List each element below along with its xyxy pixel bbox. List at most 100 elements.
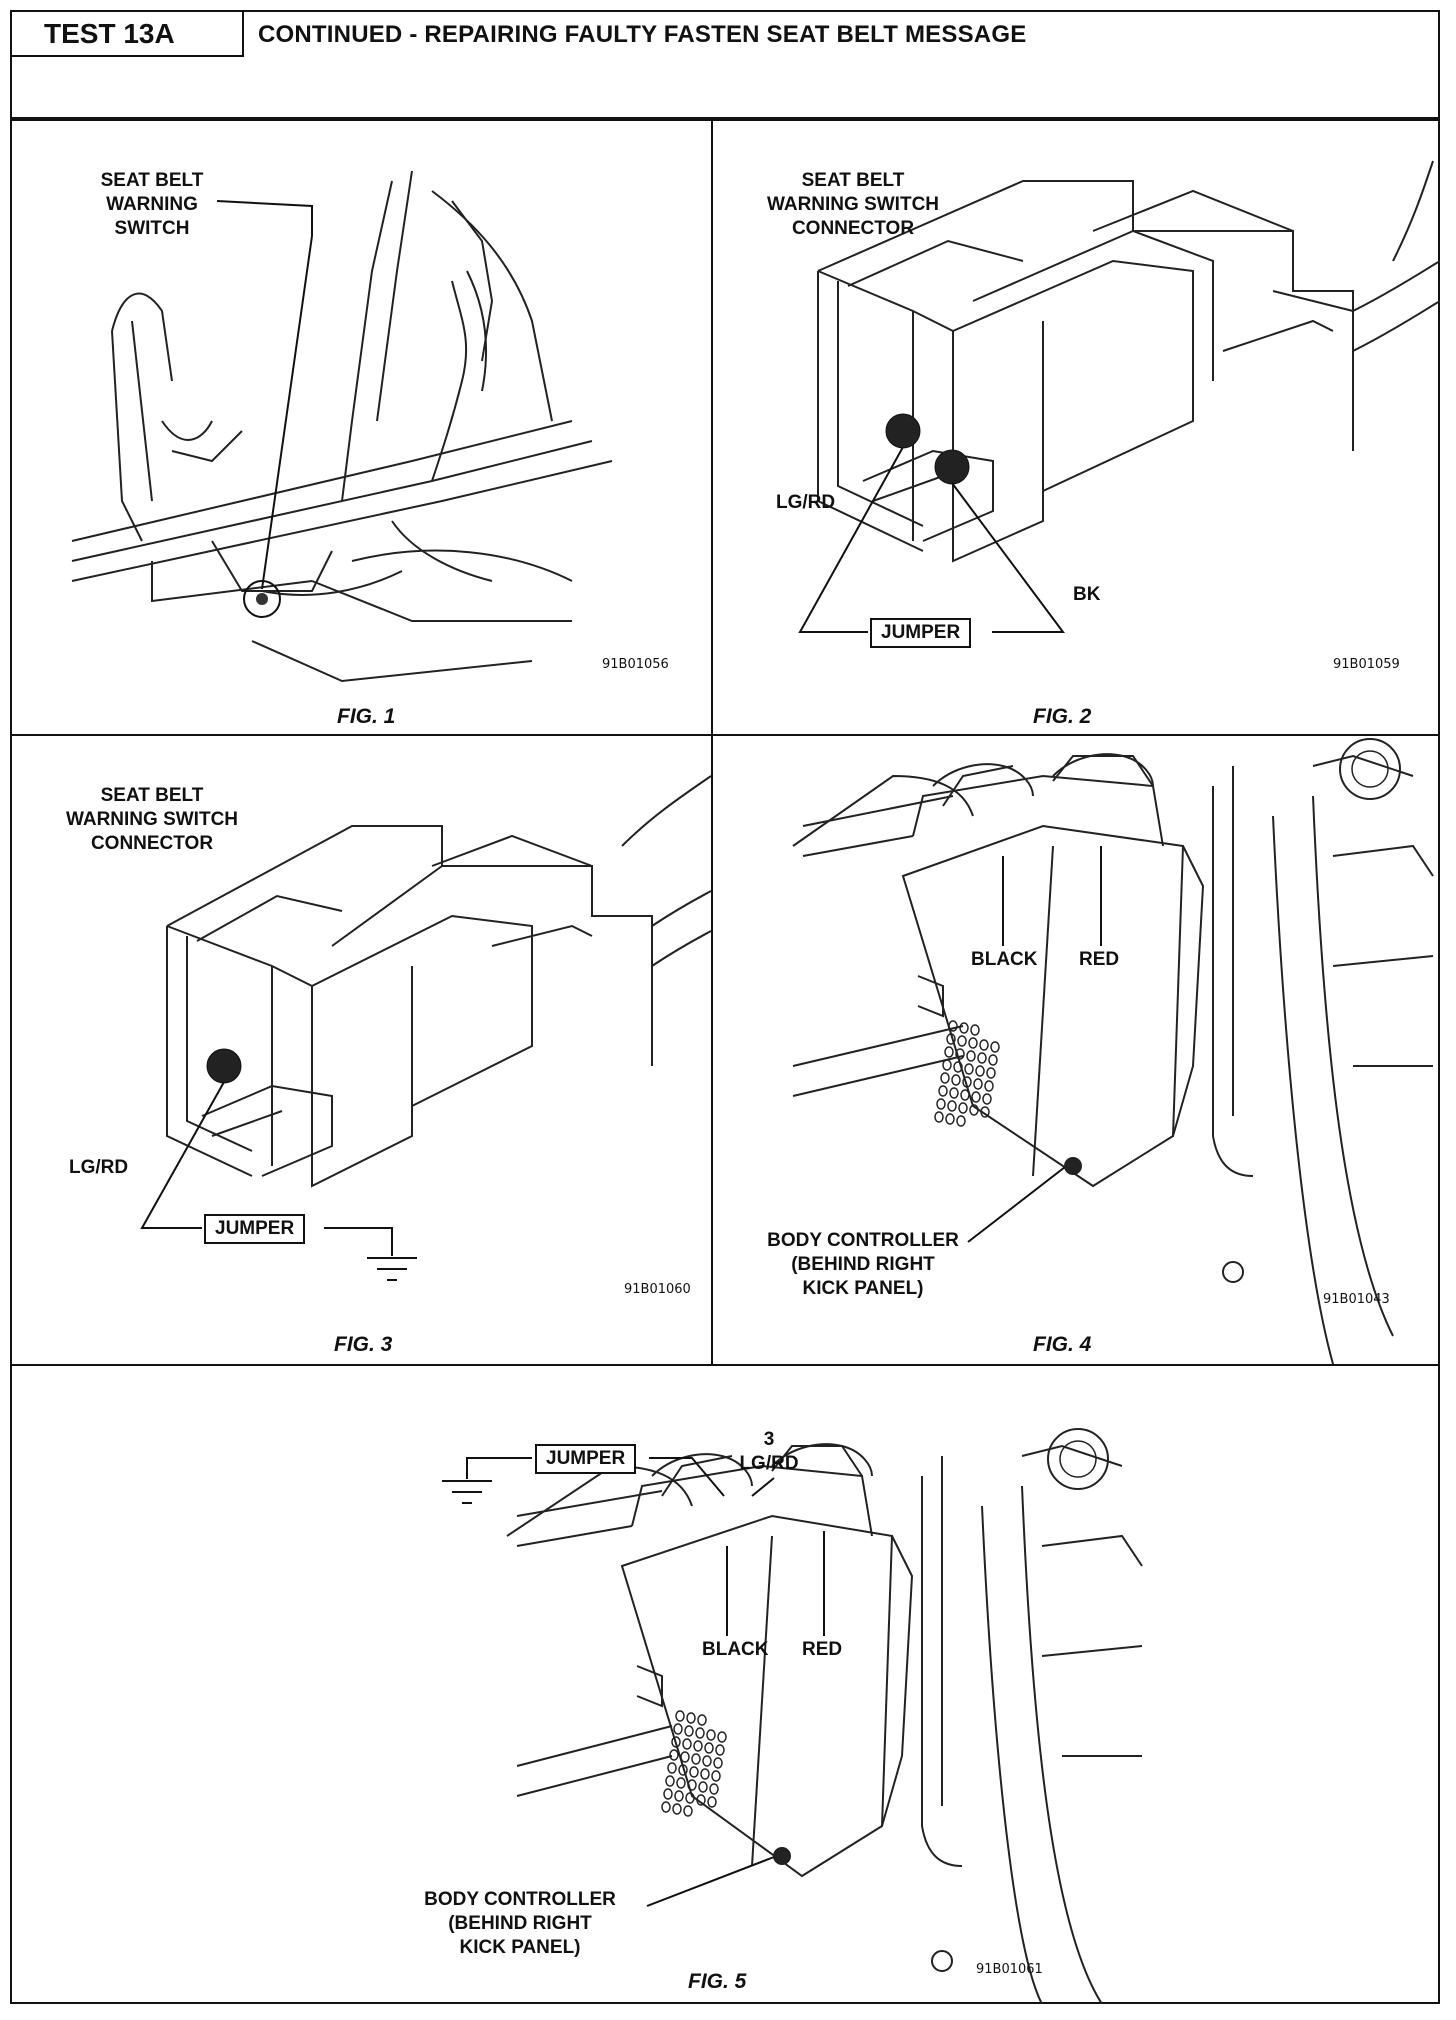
switch-label: SEAT BELT WARNING SWITCH [100, 170, 204, 239]
vent-hole [678, 1764, 688, 1776]
connector-label: SEAT BELT WARNING SWITCH CONNECTOR [65, 785, 239, 854]
page-title: CONTINUED - REPAIRING FAULTY FASTEN SEAT… [258, 21, 1027, 48]
vent-hole [955, 1048, 965, 1060]
vent-hole [936, 1098, 946, 1110]
vent-hole [706, 1729, 716, 1741]
divider [711, 119, 713, 1364]
vent-hole [700, 1768, 710, 1780]
vent-hole [942, 1059, 952, 1071]
vent-hole [665, 1775, 675, 1787]
black-connector-label: BLACK [702, 1639, 769, 1660]
figure-code: 91B01061 [976, 1962, 1043, 1977]
vent-hole [953, 1061, 963, 1073]
vent-hole [990, 1041, 1000, 1053]
black-connector-label: BLACK [971, 949, 1038, 970]
divider [12, 734, 1438, 736]
wire-label-bk: BK [1073, 584, 1101, 605]
vent-hole [669, 1749, 679, 1761]
vent-hole [948, 1020, 958, 1032]
wire-label-lg-rd: LG/RD [69, 1157, 129, 1178]
jumper-box: JUMPER [535, 1444, 637, 1474]
vent-hole [689, 1766, 699, 1778]
vent-hole [962, 1076, 972, 1088]
vent-hole [709, 1783, 719, 1795]
vent-hole [696, 1794, 706, 1806]
vent-hole [713, 1757, 723, 1769]
figure-caption: FIG. 1 [337, 705, 396, 728]
divider [12, 1364, 1438, 1366]
body-controller-illustration [442, 1428, 1143, 2004]
vent-hole [979, 1039, 989, 1051]
vent-hole [673, 1723, 683, 1735]
body-controller-label: BODY CONTROLLER (BEHIND RIGHT KICK PANEL… [424, 1889, 616, 1958]
vent-hole [964, 1063, 974, 1075]
wire-label-lg-rd: LG/RD [776, 492, 836, 513]
vent-hole [949, 1087, 959, 1099]
vent-hole [971, 1091, 981, 1103]
divider [12, 119, 1438, 121]
figure-5: JUMPER 3 LG/RD BLACK RED BODY CONTROLLER… [12, 1366, 1440, 2004]
figure-4: BLACK RED BODY CONTROLLER (BEHIND RIGHT … [713, 736, 1440, 1364]
vent-hole [691, 1753, 701, 1765]
vent-hole [697, 1714, 707, 1726]
vent-hole [959, 1022, 969, 1034]
vent-hole [682, 1738, 692, 1750]
jumper-box: JUMPER [204, 1214, 306, 1244]
vent-hole [704, 1742, 714, 1754]
vent-hole [938, 1085, 948, 1097]
vent-hole [702, 1755, 712, 1767]
vent-hole [969, 1104, 979, 1116]
vent-hole [956, 1115, 966, 1127]
vent-hole [988, 1054, 998, 1066]
vent-hole [686, 1712, 696, 1724]
vent-hole [675, 1710, 685, 1722]
test-label: TEST 13A [12, 12, 244, 57]
vent-hole [986, 1067, 996, 1079]
vent-hole [960, 1089, 970, 1101]
vent-hole [947, 1100, 957, 1112]
vent-hole [684, 1725, 694, 1737]
vent-hole [683, 1805, 693, 1817]
vent-hole [674, 1790, 684, 1802]
body-controller-label: BODY CONTROLLER (BEHIND RIGHT KICK PANEL… [767, 1230, 959, 1299]
vehicle-sill-illustration [71, 170, 613, 683]
vent-hole [685, 1792, 695, 1804]
vent-hole [975, 1065, 985, 1077]
vent-hole [958, 1102, 968, 1114]
pin-label: 3 LG/RD [739, 1429, 799, 1474]
vent-hole [970, 1024, 980, 1036]
figure-caption: FIG. 4 [1033, 1333, 1092, 1356]
vent-hole [973, 1078, 983, 1090]
vent-hole [661, 1801, 671, 1813]
vent-hole [707, 1796, 717, 1808]
vent-hole [715, 1744, 725, 1756]
vent-hole [945, 1113, 955, 1125]
header: TEST 13A CONTINUED - REPAIRING FAULTY FA… [12, 12, 1438, 119]
vent-hole [957, 1035, 967, 1047]
vent-hole [984, 1080, 994, 1092]
figure-code: 91B01043 [1323, 1292, 1390, 1307]
connector-label: SEAT BELT WARNING SWITCH CONNECTOR [766, 170, 940, 239]
vent-hole [946, 1033, 956, 1045]
vent-hole [977, 1052, 987, 1064]
vent-hole [667, 1762, 677, 1774]
jumper-box: JUMPER [870, 618, 972, 648]
vent-hole [711, 1770, 721, 1782]
vent-hole [698, 1781, 708, 1793]
figure-caption: FIG. 2 [1033, 705, 1092, 728]
figure-2: SEAT BELT WARNING SWITCH CONNECTOR LG/RD… [713, 121, 1440, 734]
figure-code: 91B01060 [624, 1282, 691, 1297]
vent-hole [676, 1777, 686, 1789]
vent-hole [968, 1037, 978, 1049]
vent-hole [693, 1740, 703, 1752]
vent-hole [717, 1731, 727, 1743]
vent-hole [966, 1050, 976, 1062]
figure-code: 91B01056 [602, 657, 669, 672]
vent-hole [934, 1111, 944, 1123]
vent-hole [672, 1803, 682, 1815]
vent-hole [663, 1788, 673, 1800]
vent-hole [940, 1072, 950, 1084]
vent-hole [944, 1046, 954, 1058]
diagram-page: TEST 13A CONTINUED - REPAIRING FAULTY FA… [10, 10, 1440, 2004]
vent-hole [982, 1093, 992, 1105]
